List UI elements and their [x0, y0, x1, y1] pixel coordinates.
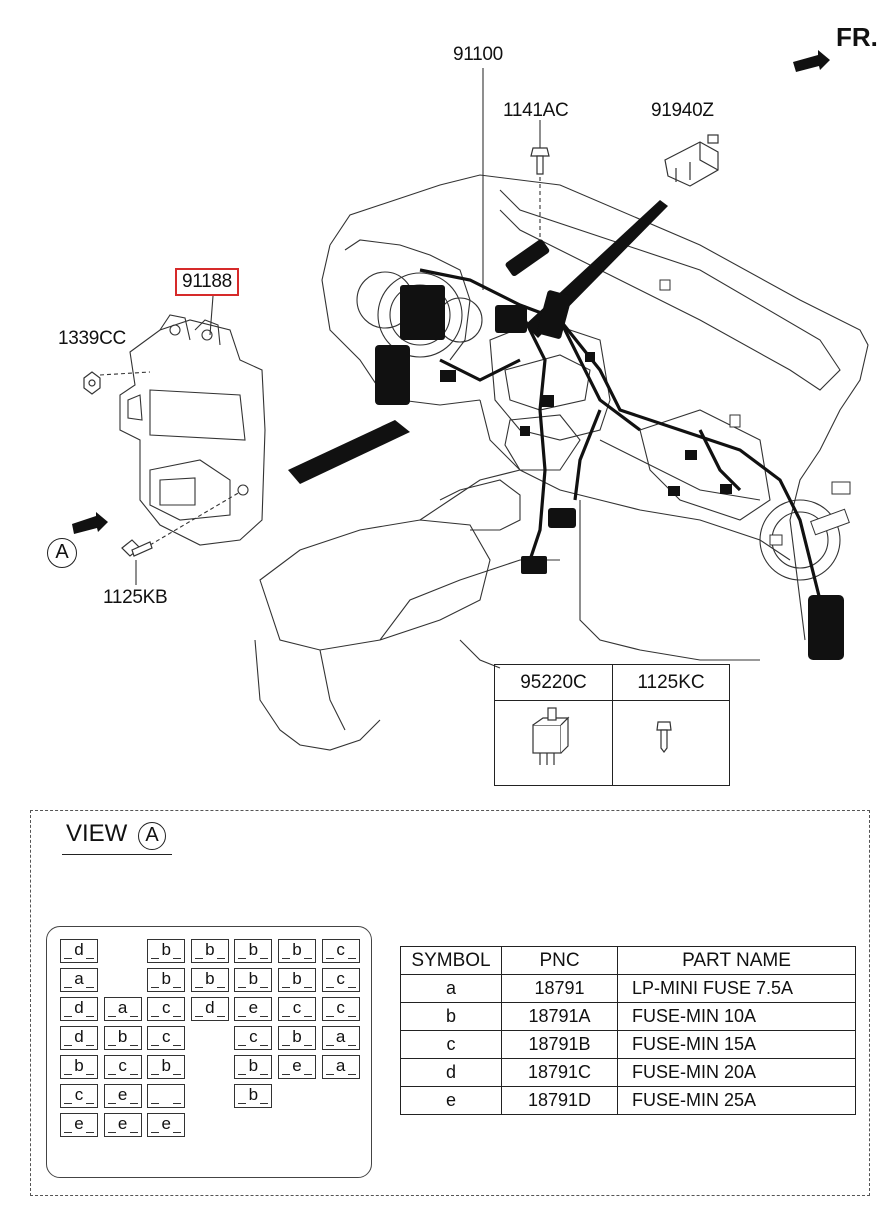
fuse-slot[interactable]: c — [278, 997, 316, 1021]
table-cell-pnc[interactable]: 18791A — [501, 1002, 618, 1031]
fuse-slot[interactable]: c — [321, 997, 360, 1021]
view-title-underline — [62, 854, 172, 855]
fuse-slot[interactable]: a — [60, 968, 98, 992]
label-bolt-1141ac[interactable]: 1141AC — [503, 100, 569, 121]
fuse-slot[interactable]: b — [147, 939, 186, 963]
label-harness-91100[interactable]: 91100 — [453, 44, 503, 65]
table-row: e 18791D FUSE-MIN 25A — [400, 1086, 856, 1115]
table-cell-pnc[interactable]: 18791D — [501, 1086, 618, 1115]
fuse-slot[interactable]: d — [60, 939, 98, 963]
view-title-text: VIEW — [66, 820, 128, 847]
view-title-marker: A — [138, 822, 167, 850]
table-header-pnc: PNC — [501, 946, 618, 975]
view-a-title: VIEW A — [66, 820, 167, 850]
table-header-symbol: SYMBOL — [400, 946, 502, 975]
table-row: b 18791A FUSE-MIN 10A — [400, 1002, 856, 1031]
fuse-slot[interactable]: b — [278, 939, 316, 963]
fuse-slot[interactable]: c — [321, 939, 360, 963]
table-cell-part-name: FUSE-MIN 20A — [617, 1058, 856, 1087]
table-row: d 18791C FUSE-MIN 20A — [400, 1058, 856, 1087]
table-cell-part-name: LP-MINI FUSE 7.5A — [617, 974, 856, 1003]
fuse-slot[interactable]: b — [147, 968, 186, 992]
label-nut-1339cc[interactable]: 1339CC — [58, 328, 126, 349]
fuse-slot[interactable]: e — [103, 1113, 142, 1137]
fuse-slot[interactable]: b — [234, 939, 273, 963]
table-cell-symbol: e — [400, 1086, 502, 1115]
front-direction-label: FR. — [836, 22, 878, 52]
fuse-slot[interactable]: c — [147, 1026, 186, 1050]
table-cell-pnc[interactable]: 18791 — [501, 974, 618, 1003]
table-cell-symbol: b — [400, 1002, 502, 1031]
fuse-slot[interactable]: b — [190, 968, 229, 992]
fuse-slot[interactable]: b — [234, 1084, 273, 1108]
fuse-slot[interactable]: d — [60, 1026, 98, 1050]
fuse-parts-table: SYMBOL PNC PART NAME a 18791 LP-MINI FUS… — [400, 946, 856, 1115]
fuse-slot[interactable]: b — [147, 1055, 186, 1079]
fuse-slot[interactable] — [147, 1084, 186, 1108]
fuse-slot[interactable]: e — [147, 1113, 186, 1137]
label-relay-95220c[interactable]: 95220C — [495, 665, 612, 701]
label-screw-1125kc[interactable]: 1125KC — [613, 665, 729, 701]
parts-box-divider — [612, 665, 613, 785]
fuse-slot[interactable]: c — [234, 1026, 273, 1050]
fuse-slot[interactable]: b — [190, 939, 229, 963]
fuse-slot[interactable]: e — [278, 1055, 316, 1079]
fuse-slot[interactable]: b — [103, 1026, 142, 1050]
table-header-part-name: PART NAME — [617, 946, 856, 975]
table-cell-part-name: FUSE-MIN 15A — [617, 1030, 856, 1059]
parts-box: 95220C 1125KC — [494, 664, 730, 786]
table-row: a 18791 LP-MINI FUSE 7.5A — [400, 974, 856, 1003]
table-cell-pnc[interactable]: 18791C — [501, 1058, 618, 1087]
fuse-slot[interactable]: a — [321, 1055, 360, 1079]
fuse-slot[interactable]: b — [234, 968, 273, 992]
fuse-slot[interactable]: b — [234, 1055, 273, 1079]
table-cell-pnc[interactable]: 18791B — [501, 1030, 618, 1059]
label-connector-91940z[interactable]: 91940Z — [651, 100, 714, 121]
fuse-slot[interactable]: c — [103, 1055, 142, 1079]
table-cell-symbol: a — [400, 974, 502, 1003]
fuse-slot[interactable]: b — [278, 1026, 316, 1050]
view-marker-a: A — [47, 538, 77, 568]
fuse-slot[interactable]: c — [60, 1084, 98, 1108]
fuse-slot[interactable]: e — [103, 1084, 142, 1108]
table-cell-symbol: d — [400, 1058, 502, 1087]
table-cell-part-name: FUSE-MIN 25A — [617, 1086, 856, 1115]
fuse-panel — [46, 926, 372, 1178]
fuse-slot[interactable]: e — [234, 997, 273, 1021]
table-cell-part-name: FUSE-MIN 10A — [617, 1002, 856, 1031]
label-bolt-1125kb[interactable]: 1125KB — [103, 587, 168, 608]
view-a-section — [30, 810, 870, 1196]
fuse-slot[interactable]: d — [190, 997, 229, 1021]
table-row: c 18791B FUSE-MIN 15A — [400, 1030, 856, 1059]
fuse-slot[interactable]: b — [278, 968, 316, 992]
fuse-slot[interactable]: c — [147, 997, 186, 1021]
fuse-slot[interactable]: c — [321, 968, 360, 992]
table-cell-symbol: c — [400, 1030, 502, 1059]
fuse-slot[interactable]: e — [60, 1113, 98, 1137]
fuse-slot[interactable]: d — [60, 997, 98, 1021]
fuse-slot[interactable]: a — [321, 1026, 360, 1050]
table-header-row: SYMBOL PNC PART NAME — [400, 946, 856, 975]
fuse-slot[interactable]: b — [60, 1055, 98, 1079]
fuse-slot[interactable]: a — [103, 997, 142, 1021]
label-junction-box-91188[interactable]: 91188 — [175, 268, 239, 296]
